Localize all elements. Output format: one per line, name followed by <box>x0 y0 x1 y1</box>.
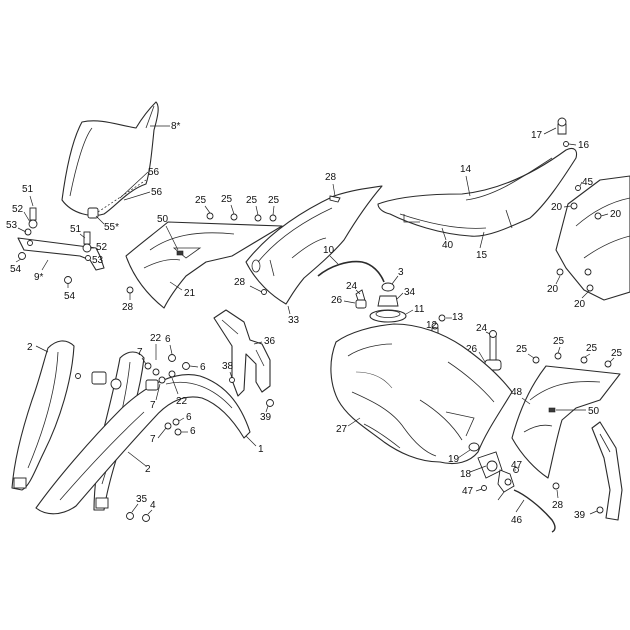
callout-53: 53 <box>92 255 104 266</box>
callout-2: 2 <box>145 464 151 475</box>
callout-21: 21 <box>184 288 196 299</box>
callout-26: 26 <box>466 344 478 355</box>
callout-12: 12 <box>426 320 438 331</box>
callout-55: 55* <box>104 222 119 233</box>
callout-3: 3 <box>398 267 404 278</box>
callout-52: 52 <box>12 204 24 215</box>
callout-6: 6 <box>200 362 206 373</box>
callout-39: 39 <box>574 510 586 521</box>
callout-34: 34 <box>404 287 416 298</box>
callout-19: 19 <box>448 454 460 465</box>
callout-39: 39 <box>260 412 272 423</box>
left-fork-guard-part <box>11 340 75 491</box>
callout-36: 36 <box>264 336 276 347</box>
callout-50: 50 <box>157 214 169 225</box>
fuel-cap-part <box>369 282 407 323</box>
callout-51: 51 <box>22 184 34 195</box>
callout-1: 1 <box>258 444 264 455</box>
callout-7: 7 <box>150 434 156 445</box>
left-frame-guard-part <box>213 309 274 407</box>
callout-10: 10 <box>323 245 335 256</box>
fender-hardware <box>75 354 190 522</box>
plate-bracket-part <box>17 207 105 284</box>
callout-24: 24 <box>476 323 488 334</box>
callout-6: 6 <box>186 412 192 423</box>
number-plate-part <box>61 101 159 219</box>
callout-2: 2 <box>27 342 33 353</box>
callout-47: 47 <box>511 460 523 471</box>
callout-25: 25 <box>246 195 258 206</box>
shroud-bolts <box>206 212 277 222</box>
callout-52: 52 <box>96 242 108 253</box>
rear-fender-part <box>555 175 630 301</box>
callout-13: 13 <box>452 312 464 323</box>
callout-20: 20 <box>610 209 622 220</box>
callout-40: 40 <box>442 240 454 251</box>
callout-7: 7 <box>137 347 143 358</box>
callout-53: 53 <box>6 220 18 231</box>
right-frame-guard-part <box>591 421 623 521</box>
callout-7: 7 <box>150 400 156 411</box>
left-side-panel-part <box>245 185 383 305</box>
callout-20: 20 <box>574 299 586 310</box>
callout-17: 17 <box>531 130 543 141</box>
callout-54: 54 <box>64 291 76 302</box>
callout-22: 22 <box>150 333 162 344</box>
callout-24: 24 <box>346 281 358 292</box>
callout-51: 51 <box>70 224 82 235</box>
callout-25: 25 <box>586 343 598 354</box>
callout-25: 25 <box>516 344 528 355</box>
callout-50: 50 <box>588 406 600 417</box>
right-radiator-shroud-part <box>511 365 621 479</box>
left-radiator-shroud-part <box>125 221 283 309</box>
callout-22: 22 <box>176 396 188 407</box>
callout-20: 20 <box>547 284 559 295</box>
callout-27: 27 <box>336 424 348 435</box>
callout-16: 16 <box>578 140 590 151</box>
rear-fender-hardware <box>556 117 602 292</box>
callout-45: 45 <box>582 177 594 188</box>
callout-56: 56 <box>151 187 163 198</box>
callout-25: 25 <box>221 194 233 205</box>
callout-54: 54 <box>10 264 22 275</box>
callout-25: 25 <box>553 336 565 347</box>
callout-28: 28 <box>325 172 337 183</box>
callout-28: 28 <box>234 277 246 288</box>
callout-33: 33 <box>288 315 300 326</box>
callout-14: 14 <box>460 164 472 175</box>
front-fender-part <box>35 371 251 515</box>
seat-part <box>377 147 578 237</box>
callout-20: 20 <box>551 202 563 213</box>
callout-6: 6 <box>165 334 171 345</box>
callout-47: 47 <box>462 486 474 497</box>
callout-25: 25 <box>268 195 280 206</box>
callout-28: 28 <box>552 500 564 511</box>
tank-mount-hardware <box>355 289 502 371</box>
callout-9: 9* <box>34 272 44 283</box>
callout-35: 35 <box>136 494 148 505</box>
callout-25: 25 <box>195 195 207 206</box>
callout-15: 15 <box>476 250 488 261</box>
callout-56: 56 <box>148 167 160 178</box>
fuel-tap-part <box>468 442 556 533</box>
breather-hose-part <box>317 260 385 283</box>
callout-25: 25 <box>611 348 623 359</box>
callout-6: 6 <box>190 426 196 437</box>
callout-8: 8* <box>171 121 181 132</box>
callout-11: 11 <box>414 304 425 315</box>
fuel-tank-part <box>330 323 513 465</box>
right-shroud-bolts <box>532 352 612 490</box>
callout-48: 48 <box>511 387 523 398</box>
callout-18: 18 <box>460 469 472 480</box>
callout-38: 38 <box>222 361 234 372</box>
callout-4: 4 <box>150 500 156 511</box>
callout-28: 28 <box>122 302 134 313</box>
callout-26: 26 <box>331 295 343 306</box>
callout-46: 46 <box>511 515 523 526</box>
